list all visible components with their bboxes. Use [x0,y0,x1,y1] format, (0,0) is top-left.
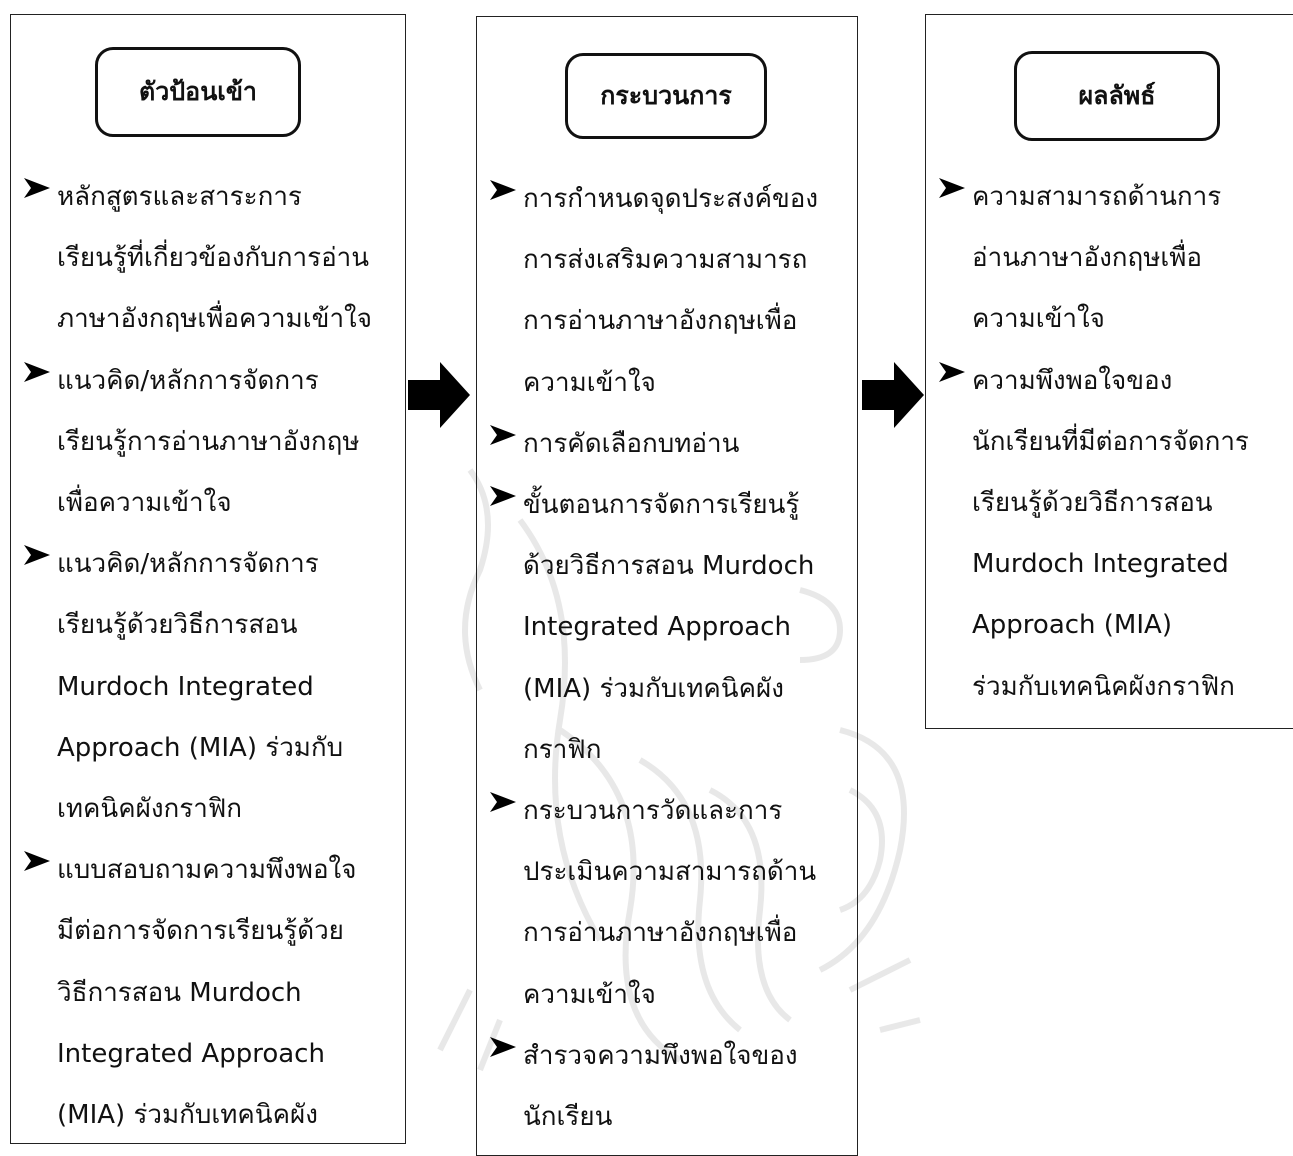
list-item: การกำหนดจุดประสงค์ของ การส่งเสริมความสาม… [477,169,857,414]
arrow-bullet-icon [477,414,523,475]
list-item-text: ความสามารถด้านการ อ่านภาษาอังกฤษเพื่อ คว… [972,182,1222,335]
flow-arrow-icon [862,362,924,428]
arrow-bullet-icon [477,169,523,414]
list-item-text: กระบวนการวัดและการ ประเมินความสามารถด้าน… [523,796,817,1010]
process-header: กระบวนการ [565,53,767,139]
arrow-bullet-icon [477,781,523,1026]
arrow-bullet-icon [477,475,523,781]
output-header: ผลลัพธ์ [1014,51,1220,141]
flow-arrow-icon [408,362,470,428]
list-item: แนวคิด/หลักการจัดการ เรียนรู้การอ่านภาษา… [11,351,405,535]
list-item: ขั้นตอนการจัดการเรียนรู้ ด้วยวิธีการสอน … [477,475,857,781]
list-item-text: ขั้นตอนการจัดการเรียนรู้ ด้วยวิธีการสอน … [523,490,815,765]
arrow-bullet-icon [11,351,57,535]
list-item: แนวคิด/หลักการจัดการ เรียนรู้ด้วยวิธีการ… [11,534,405,840]
arrow-bullet-icon [926,351,972,718]
input-column: ตัวป้อนเข้า หลักสูตรและสาระการ เรียนรู้ท… [10,14,406,1144]
output-list: ความสามารถด้านการ อ่านภาษาอังกฤษเพื่อ คว… [926,167,1293,718]
input-header: ตัวป้อนเข้า [95,47,301,137]
arrow-bullet-icon [926,167,972,351]
arrow-bullet-icon [477,1026,523,1148]
list-item-text: สำรวจความพึงพอใจของ นักเรียน [523,1040,798,1133]
list-item: แบบสอบถามความพึงพอใจ มีต่อการจัดการเรียน… [11,840,405,1146]
list-item: สำรวจความพึงพอใจของ นักเรียน [477,1026,857,1148]
arrow-bullet-icon [11,534,57,840]
list-item-text: แนวคิด/หลักการจัดการ เรียนรู้ด้วยวิธีการ… [57,549,344,825]
list-item: การคัดเลือกบทอ่าน [477,414,857,475]
output-column: ผลลัพธ์ ความสามารถด้านการ อ่านภาษาอังกฤษ… [925,14,1293,729]
list-item: กระบวนการวัดและการ ประเมินความสามารถด้าน… [477,781,857,1026]
arrow-bullet-icon [11,840,57,1146]
process-column: กระบวนการ การกำหนดจุดประสงค์ของ การส่งเส… [476,16,858,1156]
arrow-bullet-icon [11,167,57,351]
list-item: หลักสูตรและสาระการ เรียนรู้ที่เกี่ยวข้อง… [11,167,405,351]
list-item: ความสามารถด้านการ อ่านภาษาอังกฤษเพื่อ คว… [926,167,1293,351]
list-item-text: หลักสูตรและสาระการ เรียนรู้ที่เกี่ยวข้อง… [57,182,372,335]
watermark-seal [437,468,921,1072]
list-item-text: การกำหนดจุดประสงค์ของ การส่งเสริมความสาม… [523,184,819,398]
process-list: การกำหนดจุดประสงค์ของ การส่งเสริมความสาม… [477,169,857,1148]
list-item-text: แนวคิด/หลักการจัดการ เรียนรู้การอ่านภาษา… [57,365,360,519]
input-list: หลักสูตรและสาระการ เรียนรู้ที่เกี่ยวข้อง… [11,167,405,1146]
list-item: ความพึงพอใจของ นักเรียนที่มีต่อการจัดการ… [926,351,1293,718]
list-item-text: ความพึงพอใจของ นักเรียนที่มีต่อการจัดการ… [972,365,1249,702]
list-item-text: การคัดเลือกบทอ่าน [523,428,740,459]
list-item-text: แบบสอบถามความพึงพอใจ มีต่อการจัดการเรียน… [57,855,357,1131]
